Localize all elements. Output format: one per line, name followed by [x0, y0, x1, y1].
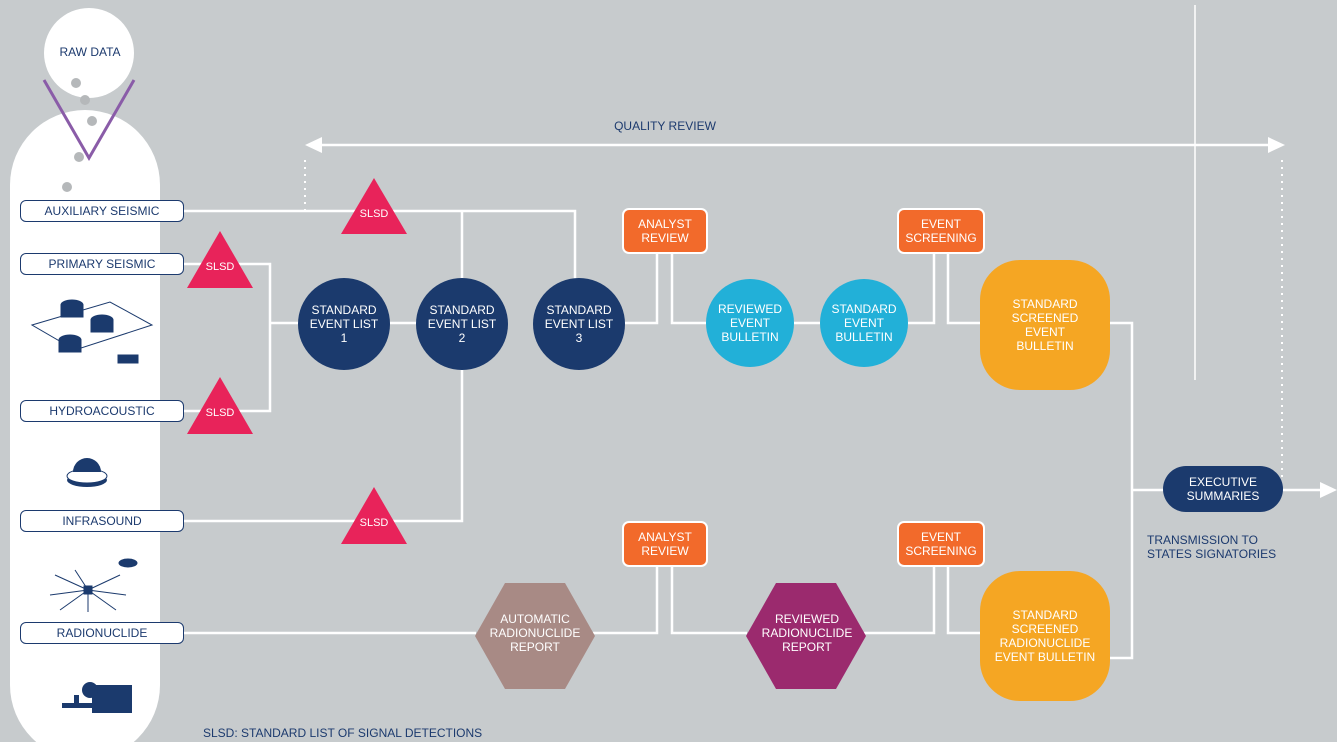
source-hydroacoustic: HYDROACOUSTIC [20, 400, 184, 422]
slsd-label: SLSD [359, 208, 389, 220]
automatic-radionuclide-hexagon [475, 583, 595, 689]
raw-data-label: RAW DATA [59, 45, 121, 59]
seismic-station-icon [30, 299, 154, 364]
source-primary-seismic: PRIMARY SEISMIC [20, 253, 184, 275]
event-screening-box: EVENT SCREENING [897, 208, 985, 254]
data-dot [71, 78, 81, 88]
reviewed-radionuclide-hexagon [746, 583, 866, 689]
standard-event-bulletin: STANDARD EVENT BULLETIN [820, 279, 908, 367]
standard-screened-event-bulletin: STANDARD SCREENED EVENT BULLETIN [980, 260, 1110, 390]
output-arrowhead [1320, 482, 1337, 498]
event-screening-box: EVENT SCREENING [897, 521, 985, 567]
slsd-label: SLSD [205, 261, 235, 273]
standard-event-list-2: STANDARD EVENT LIST 2 [416, 278, 508, 370]
footnote: SLSD: STANDARD LIST OF SIGNAL DETECTIONS [203, 726, 483, 740]
analyst-review-box: ANALYST REVIEW [622, 208, 708, 254]
slsd-label: SLSD [205, 407, 235, 419]
automatic-radionuclide-report: AUTOMATIC RADIONUCLIDE REPORT [489, 612, 581, 654]
source-radionuclide: RADIONUCLIDE [20, 622, 184, 644]
data-dot [62, 182, 72, 192]
data-dot [74, 152, 84, 162]
transmission-label: TRANSMISSION TO STATES SIGNATORIES [1147, 533, 1277, 561]
radionuclide-station-icon [62, 682, 132, 713]
slsd-triangle [187, 377, 253, 434]
slsd-triangle [341, 487, 407, 544]
analyst-review-box: ANALYST REVIEW [622, 521, 708, 567]
reviewed-radionuclide-report: REVIEWED RADIONUCLIDE REPORT [761, 612, 853, 654]
standard-screened-radionuclide-event-bulletin: STANDARD SCREENED RADIONUCLIDE EVENT BUL… [980, 571, 1110, 701]
raw-data-funnel [42, 79, 136, 162]
hydroacoustic-station-icon [66, 458, 108, 487]
slsd-label: SLSD [359, 517, 389, 529]
reviewed-event-bulletin: REVIEWED EVENT BULLETIN [706, 279, 794, 367]
source-auxiliary-seismic: AUXILIARY SEISMIC [20, 200, 184, 222]
standard-event-list-3: STANDARD EVENT LIST 3 [533, 278, 625, 370]
infrasound-station-icon [49, 558, 138, 612]
data-dot [87, 116, 97, 126]
slsd-triangle [187, 231, 253, 288]
executive-summaries: EXECUTIVE SUMMARIES [1163, 466, 1283, 512]
raw-data-bubble [44, 8, 134, 98]
quality-review-label: QUALITY REVIEW [614, 119, 716, 133]
data-dot [80, 95, 90, 105]
slsd-triangle [341, 178, 407, 234]
standard-event-list-1: STANDARD EVENT LIST 1 [298, 278, 390, 370]
source-infrasound: INFRASOUND [20, 510, 184, 532]
